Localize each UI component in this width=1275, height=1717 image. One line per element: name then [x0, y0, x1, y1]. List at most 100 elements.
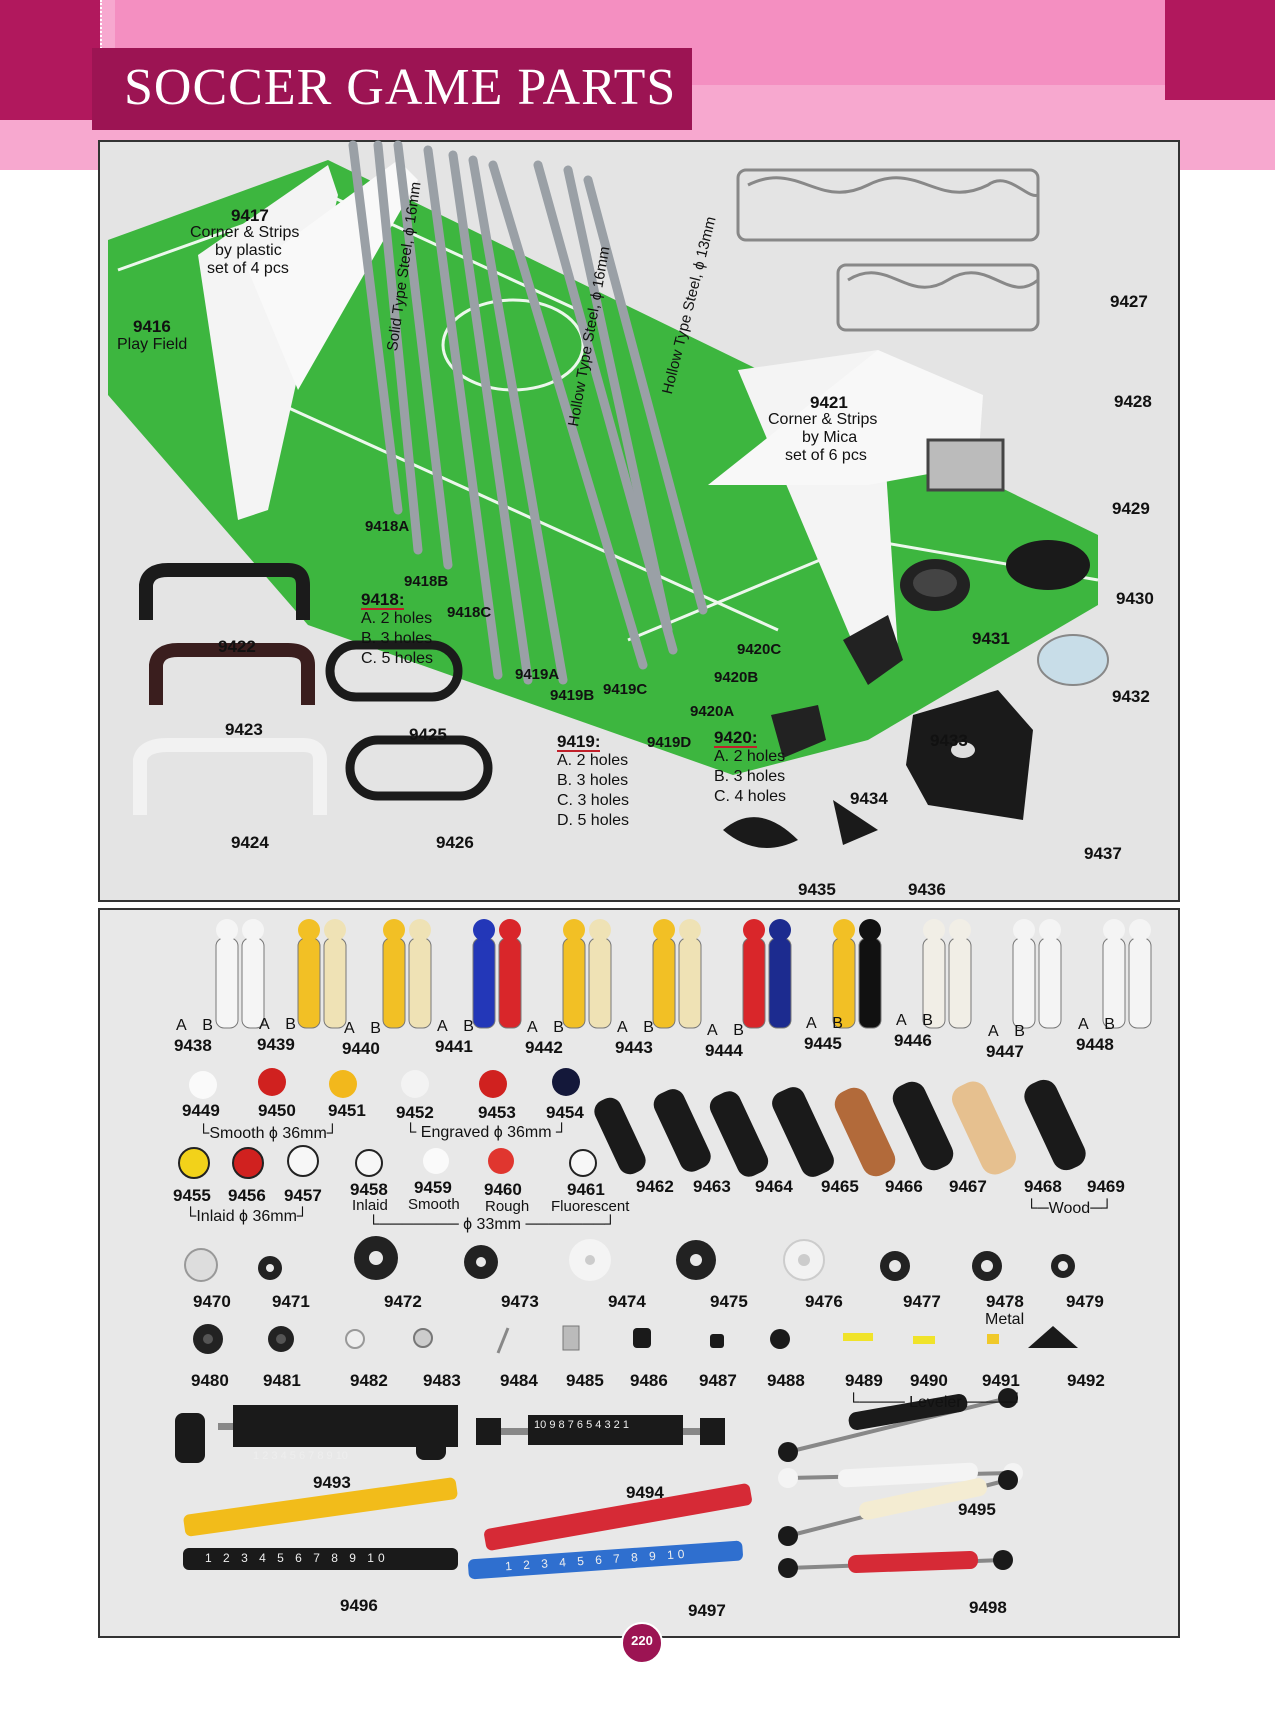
- ball-label: 9452: [396, 1103, 434, 1122]
- counter-label: 9498: [969, 1598, 1007, 1617]
- small-part-label: 9490: [910, 1371, 948, 1390]
- smooth-note: └Smooth ϕ 36mm┘: [198, 1125, 339, 1142]
- rod-label: 9420C: [737, 641, 782, 658]
- figure-ab-label: A B: [437, 1018, 480, 1035]
- ball-label: 9459: [414, 1178, 452, 1197]
- figure-head-image: [949, 919, 971, 941]
- figure-head-image: [769, 919, 791, 941]
- figure-ab-label: A B: [527, 1019, 570, 1036]
- small-part-label: 9484: [500, 1371, 538, 1390]
- corner-plastic-num: 9417: [231, 206, 269, 225]
- figure-ab-label: A B: [896, 1012, 939, 1029]
- small-part-label: 9482: [350, 1371, 388, 1390]
- counter-label: 9496: [340, 1596, 378, 1615]
- figure-label: 9447: [986, 1042, 1024, 1061]
- washer-label: 9477: [903, 1292, 941, 1311]
- part-9424-image: [133, 738, 327, 815]
- play-field-label-num: 9416: [133, 317, 171, 336]
- figure-head-image: [499, 919, 521, 941]
- spec-9418-line: B. 3 holes: [361, 630, 433, 647]
- washer-label: 9473: [501, 1292, 539, 1311]
- counter-label: 9493: [313, 1473, 351, 1492]
- engraved-note: └ Engraved ϕ 36mm ┘: [405, 1124, 568, 1141]
- counter-label: 9495: [958, 1500, 996, 1519]
- ball-type: Fluorescent: [551, 1198, 630, 1215]
- figure-ab-label: A B: [259, 1016, 302, 1033]
- part-label: 9426: [436, 833, 474, 852]
- figure-label: 9439: [257, 1035, 295, 1054]
- page-number-badge: [621, 1622, 663, 1664]
- figure-ab-label: A B: [988, 1023, 1031, 1040]
- small-part-label: 9486: [630, 1371, 668, 1390]
- counter-9494-digits: 10 9 8 7 6 5 4 3 2 1: [534, 1419, 629, 1431]
- part-9425-image: [325, 640, 463, 702]
- figure-head-image: [653, 919, 675, 941]
- figure-head-image: [383, 919, 405, 941]
- parts-art: [175, 1068, 1086, 1580]
- part-label: 9428: [1114, 392, 1152, 411]
- part-9422-image: [139, 563, 310, 620]
- counter-label: 9494: [626, 1483, 664, 1502]
- corner-mica-num: 9421: [810, 393, 848, 412]
- part-label: 9425: [409, 725, 447, 744]
- handle-label: 9462: [636, 1177, 674, 1196]
- small-part-label: 9492: [1067, 1371, 1105, 1390]
- figure-head-image: [216, 919, 238, 941]
- rod-label: 9418B: [404, 573, 449, 590]
- ball-type: Inlaid: [352, 1197, 388, 1214]
- spec-9419-line: B. 3 holes: [557, 772, 629, 789]
- corner-plastic-line3: set of 4 pcs: [207, 260, 289, 277]
- part-label: 9433: [930, 731, 968, 750]
- rod-label: 9419C: [603, 681, 648, 698]
- small-part-label: 9489: [845, 1371, 883, 1390]
- part-label: 9424: [231, 833, 269, 852]
- figure-head-image: [298, 919, 320, 941]
- part-label: 9430: [1116, 589, 1154, 608]
- corner-mica-line2: by Mica: [802, 429, 858, 446]
- corner-mica-line1: Corner & Strips: [768, 411, 878, 428]
- washer-label: 9470: [193, 1292, 231, 1311]
- figure-head-image: [473, 919, 495, 941]
- washer-label: 9472: [384, 1292, 422, 1311]
- corner-plastic-line2: by plastic: [215, 242, 282, 259]
- figure-ab-label: A B: [1078, 1016, 1121, 1033]
- small-part-label: 9485: [566, 1371, 604, 1390]
- part-label: 9432: [1112, 687, 1150, 706]
- small-part-label: 9488: [767, 1371, 805, 1390]
- figure-ab-label: A B: [344, 1020, 387, 1037]
- ball-label: 9449: [182, 1101, 220, 1120]
- figure-head-image: [324, 919, 346, 941]
- inlaid-note: └Inlaid ϕ 36mm┘: [185, 1208, 309, 1225]
- size-33-note: └─────── ϕ 33mm ───────┘: [368, 1216, 617, 1233]
- washer-label: 9478: [986, 1292, 1024, 1311]
- part-9423-image: [149, 643, 315, 705]
- wood-note: └─Wood─┘: [1026, 1200, 1113, 1217]
- leveler-note: └──── Leveler ────┘: [848, 1394, 1023, 1411]
- part-label: 9423: [225, 720, 263, 739]
- figure-label: 9440: [342, 1039, 380, 1058]
- spec-9418-line: C. 5 holes: [361, 650, 434, 667]
- ball-label: 9450: [258, 1101, 296, 1120]
- spec-9419-line: A. 2 holes: [557, 752, 629, 769]
- handle-label: 9467: [949, 1177, 987, 1196]
- header-left-block: [0, 0, 100, 120]
- ball-label: 9454: [546, 1103, 584, 1122]
- ball-label: 9451: [328, 1101, 366, 1120]
- ball-label: 9460: [484, 1180, 522, 1199]
- handle-label: 9469: [1087, 1177, 1125, 1196]
- figure-ab-label: A B: [176, 1017, 219, 1034]
- rod-label: 9420A: [690, 703, 735, 720]
- figure-head-image: [1103, 919, 1125, 941]
- figure-label: 9444: [705, 1041, 743, 1060]
- spec-9419-line: D. 5 holes: [557, 812, 630, 829]
- spec-9418-title: 9418:: [361, 590, 405, 610]
- ball-label: 9461: [567, 1180, 605, 1199]
- ball-label: 9455: [173, 1186, 211, 1205]
- title-banner: [92, 48, 692, 130]
- page-title: SOCCER GAME PARTS: [124, 59, 677, 116]
- metal-note: Metal: [985, 1311, 1025, 1328]
- figure-label: 9446: [894, 1031, 932, 1050]
- play-field-label: Play Field: [117, 336, 188, 353]
- part-label: 9434: [850, 789, 888, 808]
- part-9426-image: [345, 735, 493, 801]
